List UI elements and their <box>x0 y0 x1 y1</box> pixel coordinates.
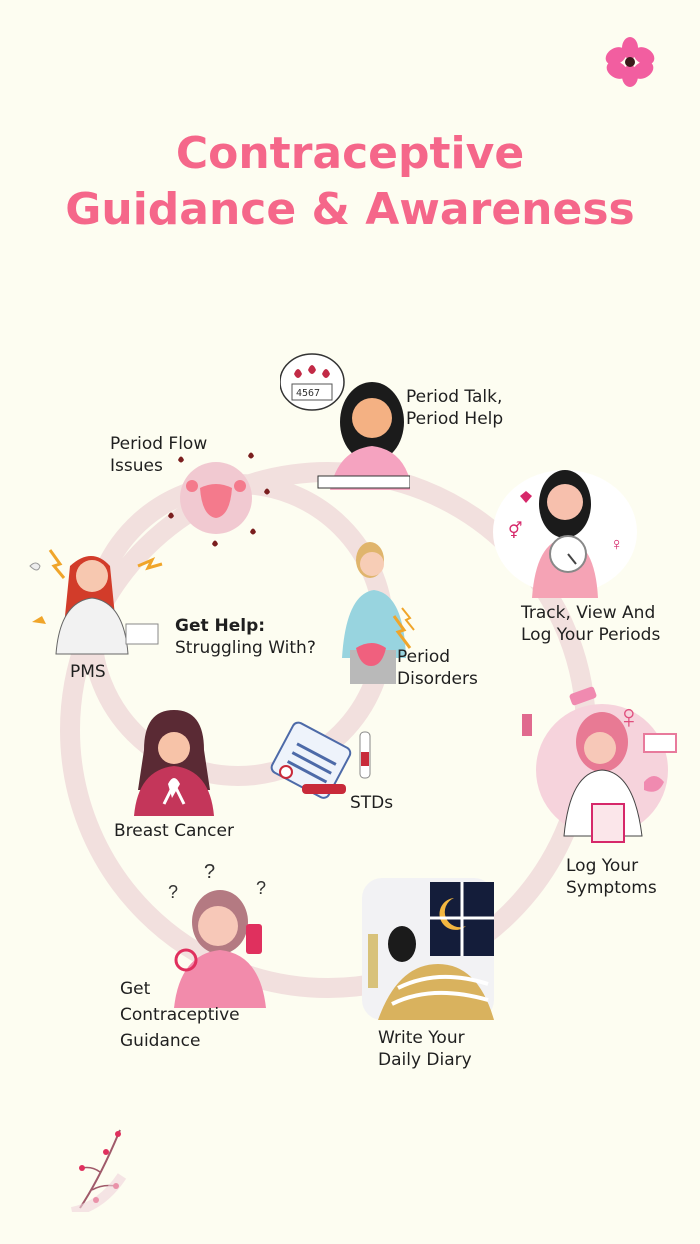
outer-item-contraceptive-guidance[interactable]: Get Contraceptive Guidance <box>120 976 240 1054</box>
flower-icon <box>604 36 656 88</box>
label-line: Daily Diary <box>378 1050 472 1070</box>
label-line: Symptoms <box>566 878 657 898</box>
label-line: Period Flow <box>110 434 208 454</box>
svg-text:?: ? <box>256 878 266 898</box>
page-title: Contraceptive Guidance & Awareness <box>0 126 700 238</box>
prompt-question: Struggling With? <box>175 638 316 658</box>
woman-reading-icon: 4567 <box>280 352 410 492</box>
label-line: Period Help <box>406 409 504 429</box>
label-line: Disorders <box>397 669 478 689</box>
inner-item-pms[interactable]: PMS <box>70 661 106 683</box>
label-line: Guidance <box>120 1031 201 1051</box>
label-line: Track, View And <box>521 603 656 623</box>
branch-icon <box>70 1128 134 1212</box>
inner-item-period-flow[interactable]: Period Flow Issues <box>110 433 207 477</box>
prompt-heading: Get Help: <box>175 616 266 636</box>
svg-text:♀: ♀ <box>610 534 624 554</box>
label-line: Issues <box>110 456 163 476</box>
label-line: Write Your <box>378 1028 465 1048</box>
label-line: PMS <box>70 662 106 682</box>
angry-woman-icon <box>20 526 170 656</box>
center-prompt: Get Help: Struggling With? <box>175 615 316 659</box>
svg-text:?: ? <box>204 861 215 883</box>
woman-clock-icon: ⚥ ♀ <box>490 458 640 598</box>
label-line: Log Your Periods <box>521 625 661 645</box>
label-line: Breast Cancer <box>114 821 234 841</box>
woman-question-icon: ? ? ? <box>164 856 280 1008</box>
svg-text:?: ? <box>168 882 178 902</box>
woman-ribbon-icon <box>128 710 220 816</box>
inner-item-period-disorders[interactable]: Period Disorders <box>397 646 478 690</box>
woman-cramps-icon <box>336 540 426 686</box>
label-line: Contraceptive <box>120 1005 240 1025</box>
label-line: Get <box>120 979 151 999</box>
inner-item-stds[interactable]: STDs <box>350 792 393 814</box>
outer-item-period-talk[interactable]: Period Talk, Period Help <box>406 386 503 430</box>
test-kit-icon <box>266 718 386 808</box>
title-line-1: Contraceptive <box>175 128 525 179</box>
outer-item-track-periods[interactable]: Track, View And Log Your Periods <box>521 602 660 646</box>
svg-text:⚥: ⚥ <box>508 521 522 540</box>
svg-text:4567: 4567 <box>296 388 320 399</box>
outer-item-log-symptoms[interactable]: Log Your Symptoms <box>566 855 657 899</box>
woman-bed-night-icon <box>358 874 498 1024</box>
label-line: Period Talk, <box>406 387 503 407</box>
woman-clipboard-icon: ♀ <box>518 686 686 850</box>
title-line-2: Guidance & Awareness <box>65 184 635 235</box>
label-line: Log Your <box>566 856 639 876</box>
label-line: Period <box>397 647 451 667</box>
uterus-drops-icon <box>160 446 280 556</box>
label-line: STDs <box>350 793 394 813</box>
outer-item-daily-diary[interactable]: Write Your Daily Diary <box>378 1027 472 1071</box>
inner-item-breast-cancer[interactable]: Breast Cancer <box>114 820 234 842</box>
